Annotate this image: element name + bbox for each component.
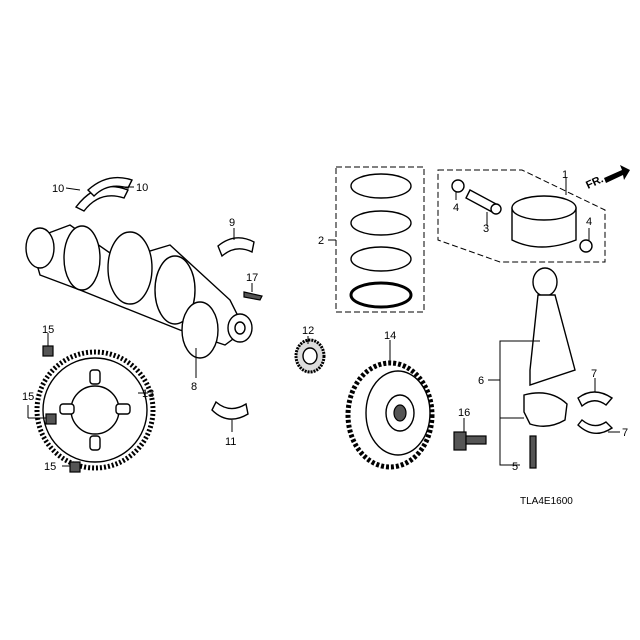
front-arrow-icon [604,165,630,183]
connecting-rod[interactable] [523,267,576,427]
callout-15-top: 15 [42,324,54,336]
rod-bearing-lower[interactable] [577,419,614,434]
drive-plate-bolts[interactable] [42,345,81,473]
crankshaft-pulley[interactable] [345,360,435,470]
callout-7-lower: 7 [622,427,628,439]
callout-10-left: 10 [52,183,64,195]
callout-7-upper: 7 [591,368,597,380]
callout-15-middle: 15 [22,391,34,403]
crankshaft[interactable] [25,224,253,359]
callout-11: 11 [225,436,236,448]
piston-assembly-box [437,169,606,263]
diagram-code: TLA4E1600 [520,496,573,507]
callout-16: 16 [458,407,470,419]
callout-6: 6 [478,375,484,387]
piston-ring-set[interactable] [349,173,413,309]
callout-9: 9 [229,217,235,229]
main-bearing-lower[interactable] [211,400,249,420]
callout-4-right: 4 [586,216,592,228]
piston-pin-clip-right[interactable] [579,239,593,253]
callout-3: 3 [483,223,489,235]
rod-bearing-upper[interactable] [577,391,614,408]
piston-pin[interactable] [465,189,502,215]
callout-1: 1 [562,169,568,181]
piston[interactable] [511,195,577,248]
callout-17: 17 [246,272,258,284]
rod-bolt[interactable] [529,435,537,469]
callout-5: 5 [512,461,518,473]
callout-13: 13 [142,388,154,400]
main-bearing-upper[interactable] [217,237,255,258]
piston-pin-clip-left[interactable] [451,179,465,193]
callout-8: 8 [191,381,197,393]
timing-sprocket[interactable] [294,338,326,374]
callout-12: 12 [302,325,314,337]
front-direction-indicator: FR. [584,165,630,192]
drive-plate[interactable] [34,349,156,471]
callout-14: 14 [384,330,396,342]
thrust-washers[interactable] [74,176,133,212]
callout-2: 2 [318,235,324,247]
callout-10-right: 10 [136,182,148,194]
callout-15-bottom: 15 [44,461,56,473]
pulley-bolt[interactable] [453,431,487,451]
front-label: FR. [584,173,605,191]
callout-4-left: 4 [453,202,459,214]
key-part[interactable] [243,291,263,301]
